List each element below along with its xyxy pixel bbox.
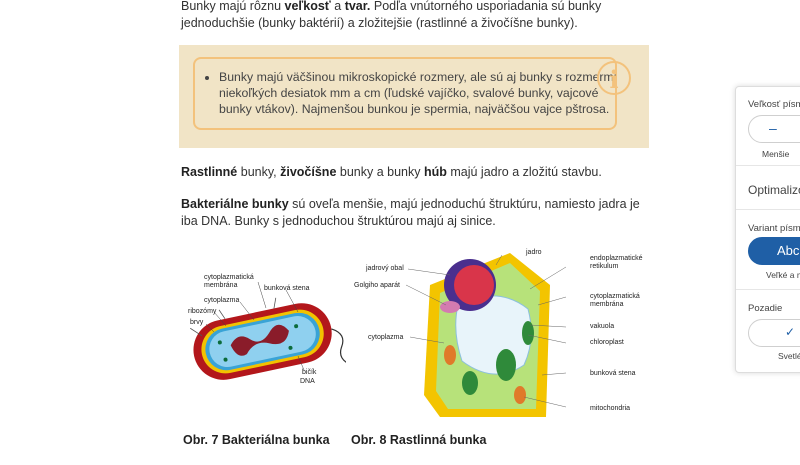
bold-text: tvar.: [344, 0, 371, 13]
smaller-label: Menšie: [762, 149, 790, 159]
info-icon: i: [597, 61, 631, 95]
label-flagellum: bičík: [302, 369, 317, 376]
divider: [736, 165, 800, 166]
text: bunky,: [237, 165, 281, 179]
font-variant-sublabel: Veľké a m: [766, 270, 800, 280]
label-cell-wall: bunková stena: [264, 285, 310, 292]
plant-cell-illustration: [405, 253, 567, 417]
info-list-item: Bunky majú väčšinou mikroskopické rozmer…: [219, 69, 619, 117]
check-icon: ✓: [785, 325, 796, 339]
label-cyto-membrane: cytoplazmatická membrána: [590, 293, 640, 308]
font-size-decrease-button[interactable]: –: [748, 115, 800, 143]
label-cell-wall: bunková stena: [590, 370, 636, 377]
optimize-toggle[interactable]: Optimalizo: [748, 183, 800, 197]
text: sú oveľa menšie, majú jednoduchú štruktú…: [181, 197, 640, 228]
background-light-label: Svetlé: [778, 351, 800, 361]
minus-icon: –: [769, 120, 777, 136]
label-cytoplasm: cytoplazma: [368, 334, 404, 341]
font-variant-button[interactable]: Abc: [748, 237, 800, 265]
label-nucleus: jadro: [526, 249, 542, 256]
plant-figure: jadro jadrový obal Golgiho aparát endopl…: [350, 245, 650, 425]
caption-bacteria: Obr. 7 Bakteriálna bunka: [183, 433, 330, 447]
label-cytoplasm: cytoplazma: [204, 297, 240, 304]
label-nuclear-envelope: jadrový obal: [366, 265, 404, 272]
bold-text: veľkosť: [284, 0, 331, 13]
text: majú jadro a zložitú stavbu.: [446, 165, 602, 179]
label-vacuole: vakuola: [590, 323, 615, 330]
font-size-label: Veľkosť písma: [748, 99, 800, 110]
info-box-frame: Bunky majú väčšinou mikroskopické rozmer…: [193, 57, 617, 130]
text: a: [330, 0, 345, 13]
info-box: Bunky majú väčšinou mikroskopické rozmer…: [179, 45, 649, 148]
caption-plant: Obr. 8 Rastlinná bunka: [351, 433, 487, 447]
bacteria-illustration: [190, 281, 350, 380]
bold-text: živočíšne: [280, 165, 337, 179]
paragraph-eukaryotes: Rastlinné bunky, živočíšne bunky a bunky…: [181, 164, 602, 181]
text: Podľa vnútorného usporiadania sú bunky j…: [181, 0, 602, 30]
paragraph-bacteria: Bakteriálne bunky sú oveľa menšie, majú …: [181, 196, 641, 230]
divider: [736, 209, 800, 210]
bold-text: Bakteriálne bunky: [181, 197, 289, 211]
bacteria-figure: cytoplazmatická membrána bunková stena c…: [186, 272, 350, 392]
label-ribosomes: ribozómy: [188, 308, 217, 315]
label-chloroplast: chloroplast: [590, 339, 624, 346]
label-pili: brvy: [190, 319, 204, 326]
bold-text: Rastlinné: [181, 165, 238, 179]
info-list: Bunky majú väčšinou mikroskopické rozmer…: [199, 69, 619, 117]
divider: [736, 289, 800, 290]
paragraph-intro: Bunky majú rôznu veľkosť a tvar. Podľa v…: [181, 0, 641, 32]
label-golgi: Golgiho aparát: [354, 282, 400, 289]
label-er: endoplazmatické retikulum: [590, 255, 643, 270]
label-mitochondria: mitochondria: [590, 405, 631, 412]
label-dna: DNA: [300, 378, 315, 385]
label-cyto-membrane: cytoplazmatická membrána: [204, 274, 254, 289]
text: Bunky majú rôznu: [181, 0, 285, 13]
text: bunky a bunky: [336, 165, 424, 179]
settings-panel: Veľkosť písma – Menšie Optimalizo Varian…: [735, 86, 800, 373]
background-light-button[interactable]: ✓: [748, 319, 800, 347]
bold-text: húb: [423, 165, 447, 179]
font-variant-label: Variant písma: [748, 223, 800, 234]
background-label: Pozadie: [748, 303, 783, 314]
